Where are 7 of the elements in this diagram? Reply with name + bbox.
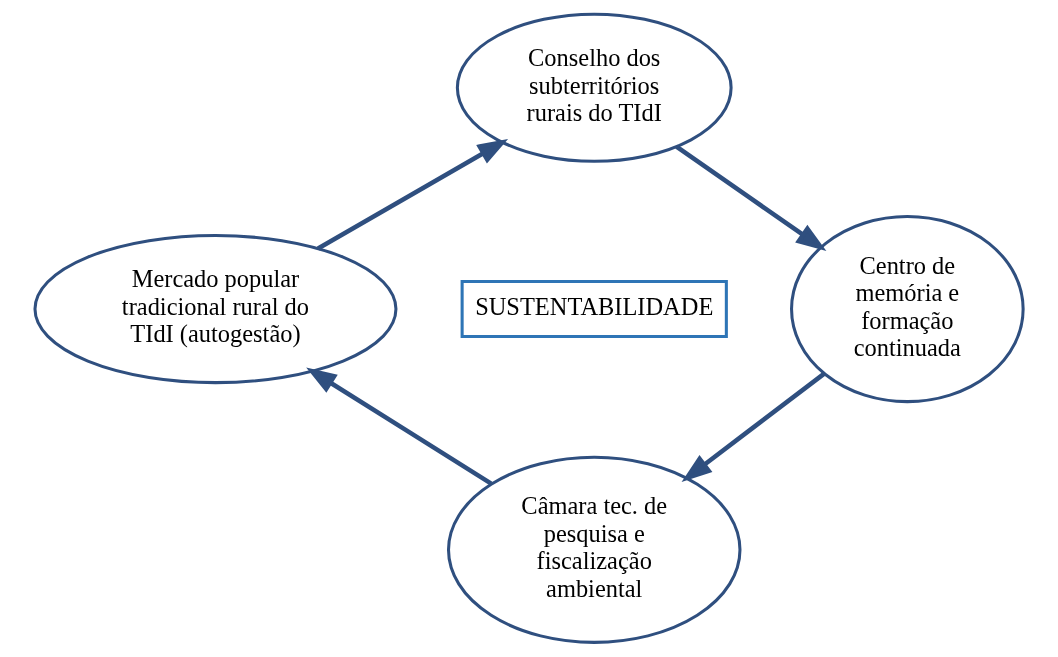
arrow	[675, 144, 827, 252]
arrow	[316, 138, 509, 251]
node-box: SUSTENTABILIDADE	[460, 280, 728, 339]
arrow	[306, 367, 493, 486]
node-ellipse: Centro de memória e formação continuada	[790, 214, 1025, 404]
node-ellipse: Mercado popular tradicional rural do TIdI (autogestão)	[33, 233, 398, 385]
arrow	[681, 371, 826, 482]
